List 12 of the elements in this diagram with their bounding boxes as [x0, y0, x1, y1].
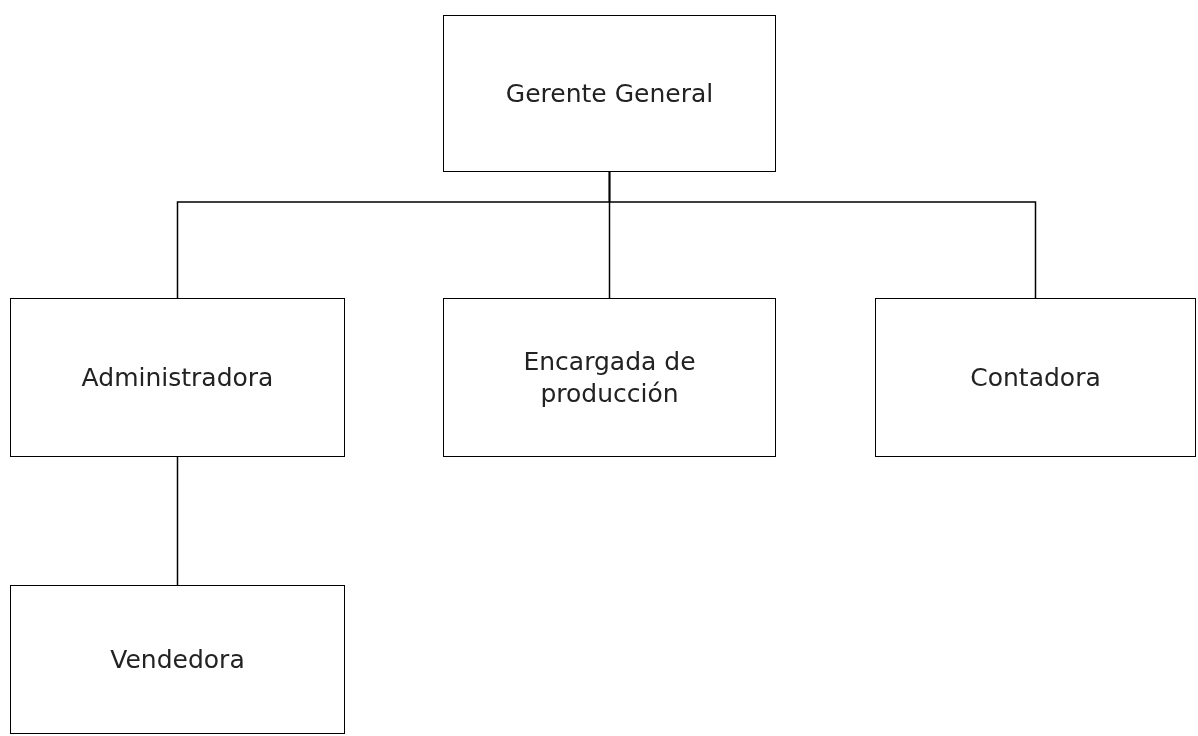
position-title: Administradora: [81, 361, 274, 394]
position-box: [443, 298, 776, 457]
position-box: [10, 298, 345, 457]
position-box: [443, 15, 776, 172]
position-title: Vendedora: [110, 643, 245, 676]
position-title: Contadora: [970, 361, 1101, 394]
position-title: Gerente General: [505, 77, 714, 110]
connector-line: [176, 456, 179, 586]
position-box: [875, 298, 1196, 457]
position-title: Encargada de producción: [522, 346, 697, 409]
position-box: [10, 585, 345, 734]
connector-line: [608, 171, 1037, 299]
